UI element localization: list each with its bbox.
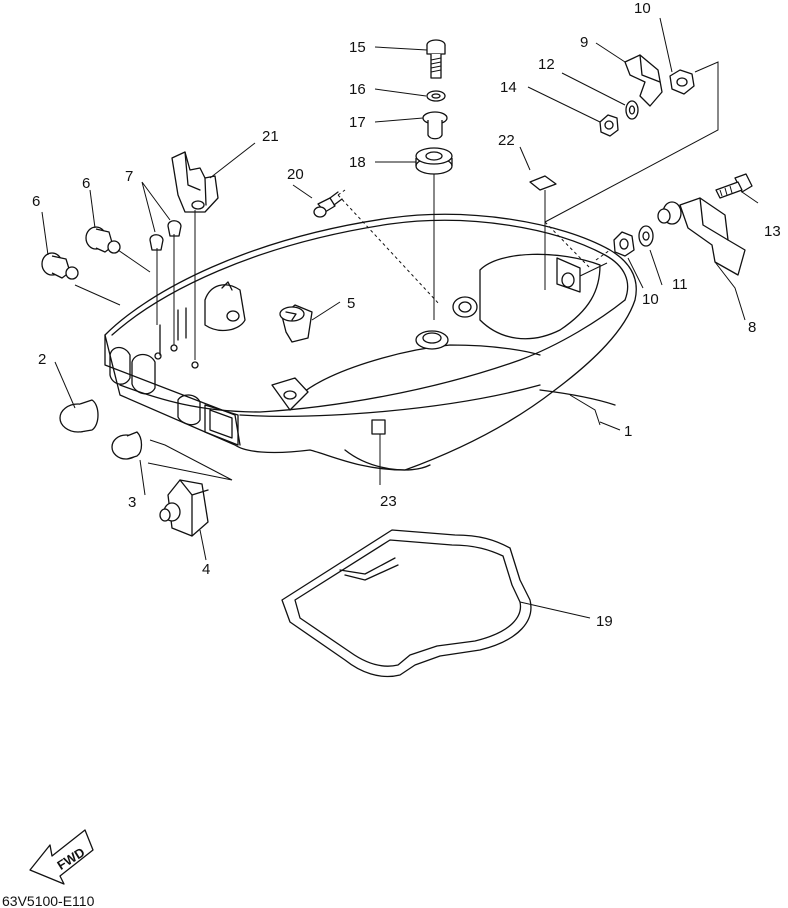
washer-part-11: [638, 225, 654, 247]
bracket-part-8: [657, 197, 746, 276]
callout-5: 5: [347, 295, 355, 312]
fwd-arrow-icon: FWD: [29, 829, 94, 885]
screw-part-20: [313, 191, 343, 218]
callout-3: 3: [128, 494, 136, 511]
callout-19: 19: [596, 613, 613, 630]
callout-17: 17: [349, 114, 366, 131]
callout-13: 13: [764, 223, 781, 240]
grommet-part-6-left: [41, 252, 79, 280]
grommet-part-18: [415, 147, 453, 175]
callout-20: 20: [287, 166, 304, 183]
callout-2: 2: [38, 351, 46, 368]
bottom-cowling: [104, 213, 637, 471]
callout-12: 12: [538, 56, 555, 73]
bolt-part-13: [715, 173, 753, 199]
callout-8: 8: [748, 319, 756, 336]
callout-6-left: 6: [32, 193, 40, 210]
label-part-23: [371, 419, 386, 435]
callout-15: 15: [349, 39, 366, 56]
nut-part-14: [599, 114, 619, 137]
collar-part-17: [422, 111, 448, 140]
callout-22: 22: [498, 132, 515, 149]
clip-part-7: [149, 220, 182, 251]
callout-labels: 1 2 3 4 5 6 6 7 8 9 10 10 11 12 13 14 15…: [32, 0, 781, 630]
plug-part-2: [59, 399, 99, 433]
label-part-22: [529, 175, 557, 191]
callout-7: 7: [125, 168, 133, 185]
drawing-code: 63V5100-E110: [2, 893, 95, 908]
washer-part-12: [625, 100, 639, 120]
bracket-part-9: [624, 54, 663, 107]
callout-9: 9: [580, 34, 588, 51]
callout-11: 11: [672, 276, 688, 293]
callout-16: 16: [349, 81, 366, 98]
bracket-part-21: [171, 151, 219, 213]
nut-part-10-lower: [613, 231, 635, 257]
callout-14: 14: [500, 79, 517, 96]
nut-part-10-top: [669, 69, 695, 95]
leader-lines: [41, 17, 759, 619]
callout-1: 1: [624, 423, 632, 440]
plug-part-3: [111, 431, 143, 460]
callout-23: 23: [380, 493, 397, 510]
callout-21: 21: [262, 128, 279, 145]
grommet-part-4: [159, 479, 209, 537]
callout-6-right: 6: [82, 175, 90, 192]
washer-part-16: [426, 90, 446, 102]
collar-part-5: [279, 304, 313, 343]
bolt-part-15: [426, 39, 446, 79]
callout-4: 4: [202, 561, 210, 578]
callout-10-top: 10: [634, 0, 651, 17]
gasket-part-19: [281, 529, 532, 678]
grommet-part-6-right: [85, 226, 121, 254]
callout-10-lower: 10: [642, 291, 659, 308]
callout-18: 18: [349, 154, 366, 171]
